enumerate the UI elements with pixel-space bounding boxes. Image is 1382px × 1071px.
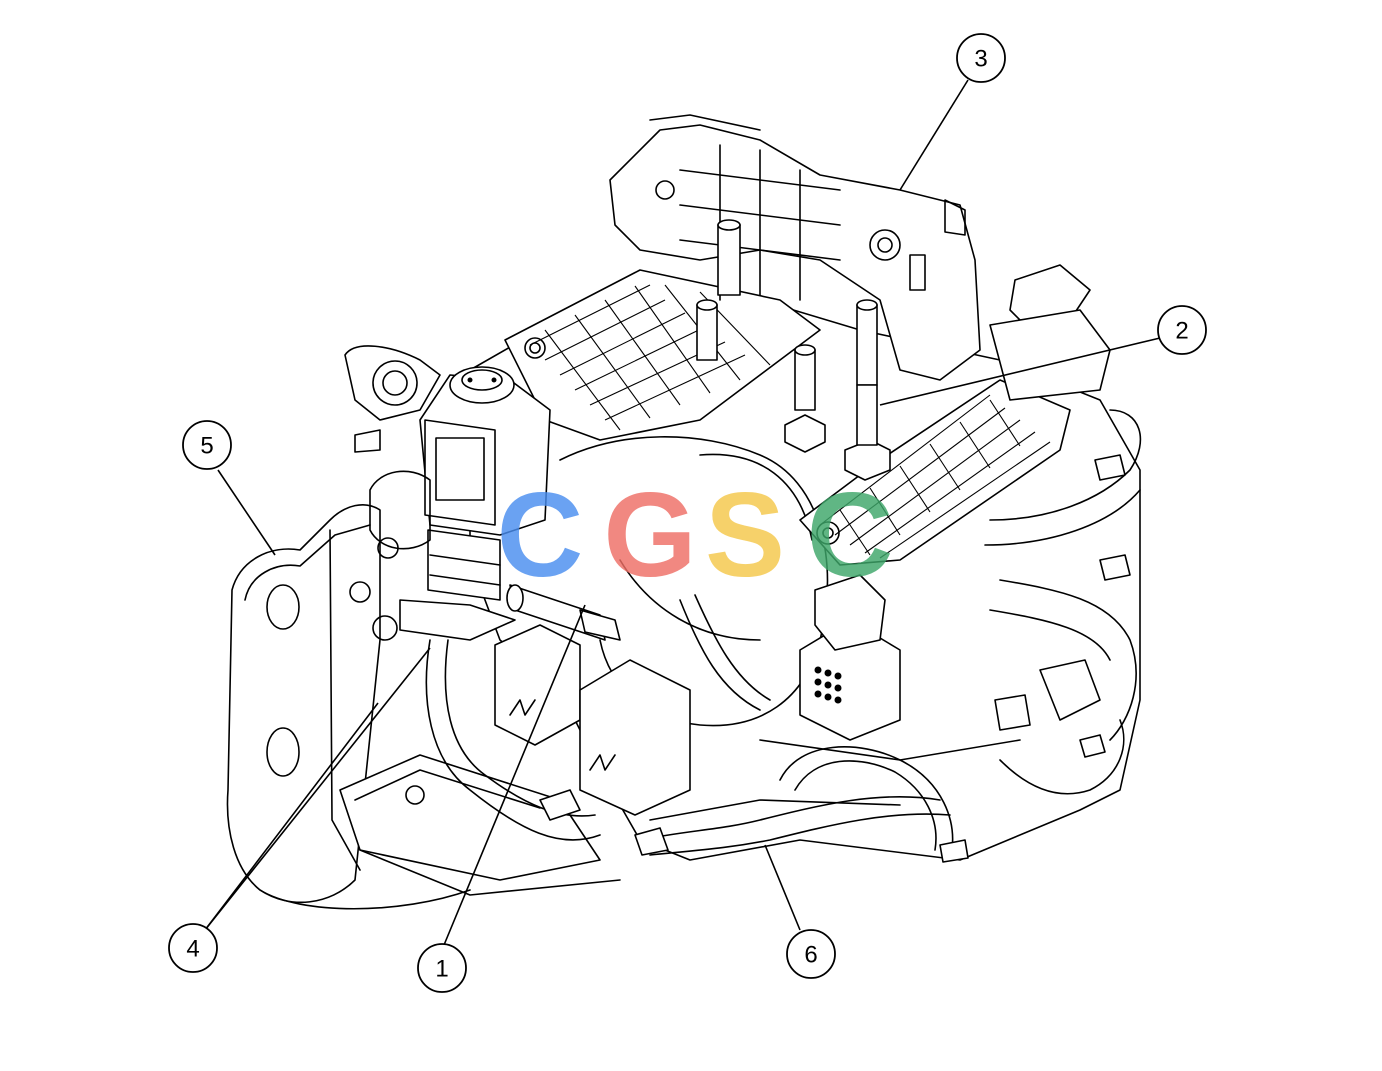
leader-line-2 [879, 337, 1161, 406]
valve-studs [696, 219, 891, 481]
right-grid-plate [799, 379, 1071, 566]
base-plate [339, 754, 621, 896]
solenoid-valve [419, 366, 551, 601]
watermark-letter: S [705, 468, 785, 602]
callout-label: 1 [435, 956, 448, 983]
leader-line-5 [217, 469, 276, 556]
lower-connectors [494, 264, 1111, 816]
leader-line-3 [899, 79, 969, 191]
wiring-harness [425, 409, 1142, 863]
callout-label: 3 [974, 46, 987, 73]
callout-label: 2 [1175, 318, 1188, 345]
callout-label: 6 [804, 942, 817, 969]
callout-1: 1 [417, 943, 467, 993]
watermark-letter: C [497, 468, 584, 602]
callout-5: 5 [182, 420, 232, 470]
mounting-bracket [226, 504, 471, 910]
watermark-letter: G [603, 468, 696, 602]
callout-label: 5 [200, 433, 213, 460]
watermark: C G S C [497, 468, 894, 602]
callout-6: 6 [786, 929, 836, 979]
leader-lines [204, 79, 1161, 946]
leader-line-4a [204, 647, 431, 931]
callout-label: 4 [186, 936, 199, 963]
left-connector [344, 345, 441, 641]
callout-2: 2 [1157, 305, 1207, 355]
leader-line-1 [443, 604, 586, 946]
leader-line-4b [204, 702, 379, 931]
leader-line-6 [764, 844, 801, 931]
callout-4: 4 [168, 923, 218, 973]
callout-3: 3 [956, 33, 1006, 83]
horizontal-pipe [399, 584, 621, 641]
top-tower-bracket [609, 114, 981, 381]
watermark-letter: C [807, 468, 894, 602]
